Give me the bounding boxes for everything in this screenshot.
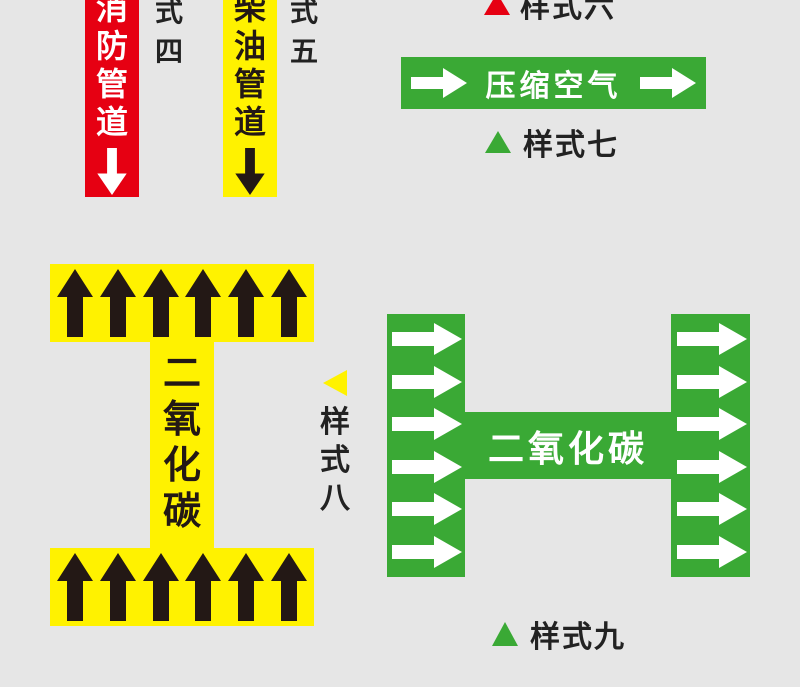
style6-caption: 样式六	[520, 0, 616, 25]
right-arrow-icon	[392, 535, 462, 568]
style4-char: 管	[95, 65, 128, 103]
style4-caption: 式 四	[155, 0, 185, 78]
style9-label-text: 二氧化碳	[487, 428, 648, 470]
style8-caption-char: 式	[320, 443, 350, 478]
right-arrow-icon	[676, 450, 747, 483]
style4-label-text: 消 防 管 道	[96, 0, 128, 144]
style9-crossbar: 二氧化碳	[465, 412, 671, 479]
red-triangle-marker-icon	[484, 0, 510, 15]
style8-caption-char: 样	[320, 405, 350, 440]
style8-stem: 二 氧 化 碳	[150, 342, 214, 548]
style7-label-text: 压缩空气	[485, 69, 622, 104]
right-arrow-icon	[392, 493, 462, 526]
up-arrow-icon	[142, 553, 179, 621]
up-arrow-icon	[185, 553, 222, 621]
style8-char: 碳	[162, 489, 201, 533]
right-arrow-icon	[676, 535, 747, 568]
right-arrow-icon	[640, 68, 696, 98]
style8-top-arrows	[50, 264, 314, 342]
style7-label: 压缩空气	[401, 57, 706, 109]
style9-right-arrows	[671, 314, 750, 577]
style5-label-text: 柴 油 管 道	[234, 0, 266, 144]
style8-char: 二	[162, 351, 201, 395]
right-arrow-icon	[676, 408, 747, 441]
green-triangle-marker-icon	[492, 622, 518, 646]
style8-caption-col: 样 式 八	[320, 370, 350, 522]
style5-char: 油	[233, 27, 266, 65]
right-arrow-icon	[392, 365, 462, 398]
style9-left-column	[387, 314, 465, 577]
style9-right-column	[671, 314, 750, 577]
down-arrow-icon	[97, 148, 127, 196]
up-arrow-icon	[142, 269, 179, 337]
green-triangle-marker-icon	[485, 131, 511, 153]
style5-char: 柴	[233, 0, 266, 27]
style9-caption: 样式九	[530, 620, 626, 655]
style7-caption: 样式七	[523, 128, 619, 163]
style5-label: 柴 油 管 道	[223, 0, 277, 197]
right-arrow-icon	[676, 323, 747, 356]
style9-left-arrows	[387, 314, 465, 577]
style8-bottom-arrows	[50, 548, 314, 626]
right-arrow-icon	[411, 68, 467, 98]
up-arrow-icon	[227, 269, 264, 337]
right-arrow-icon	[676, 365, 747, 398]
style8-label-text: 二 氧 化 碳	[163, 354, 201, 548]
up-arrow-icon	[270, 553, 307, 621]
style9-caption-row: 样式九	[492, 612, 626, 656]
style5-char: 管	[233, 65, 266, 103]
style8-caption: 样 式 八	[320, 408, 350, 522]
style5-caption-char: 五	[290, 35, 321, 68]
style4-char: 防	[95, 27, 128, 65]
style4-label: 消 防 管 道	[85, 0, 139, 197]
down-arrow-icon	[235, 148, 265, 196]
style4-char: 道	[95, 103, 128, 141]
style4-caption-char: 四	[155, 35, 186, 68]
up-arrow-icon	[99, 553, 136, 621]
right-arrow-icon	[392, 408, 462, 441]
up-arrow-icon	[57, 553, 94, 621]
style8-top-band	[50, 264, 314, 342]
style8-bottom-band	[50, 548, 314, 626]
up-arrow-icon	[227, 553, 264, 621]
style5-caption-char: 式	[290, 0, 321, 28]
style8-char: 化	[162, 443, 201, 487]
up-arrow-icon	[99, 269, 136, 337]
right-arrow-icon	[392, 323, 462, 356]
right-arrow-icon	[392, 450, 462, 483]
style6-caption-row: 样式六	[484, 0, 616, 26]
style7-caption-row: 样式七	[485, 120, 619, 164]
style5-caption: 式 五	[290, 0, 320, 78]
right-arrow-icon	[676, 493, 747, 526]
style5-char: 道	[233, 103, 266, 141]
style8-caption-char: 八	[320, 481, 350, 516]
style4-char: 消	[95, 0, 128, 27]
style8-char: 氧	[162, 397, 201, 441]
up-arrow-icon	[57, 269, 94, 337]
up-arrow-icon	[270, 269, 307, 337]
up-arrow-icon	[185, 269, 222, 337]
style4-caption-char: 式	[155, 0, 186, 28]
yellow-triangle-marker-icon	[323, 370, 347, 396]
